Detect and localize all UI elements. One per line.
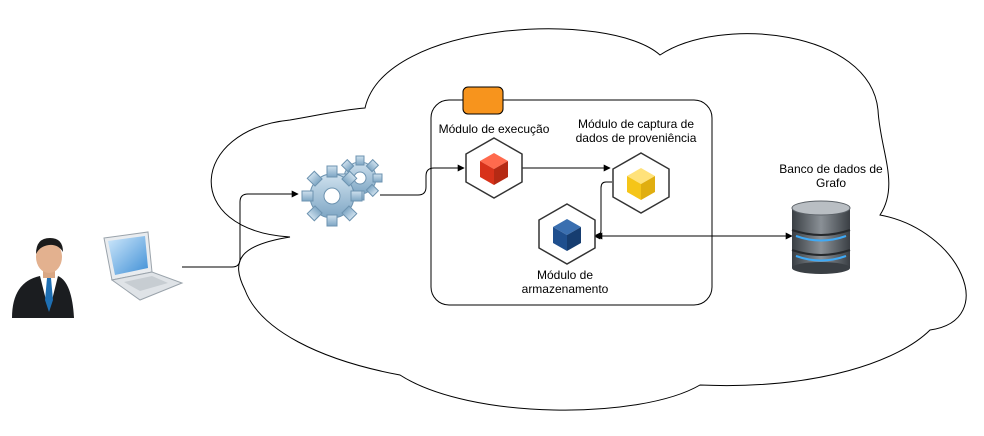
storage-module-label: Módulo de armazenamento [505, 268, 625, 296]
connectors [182, 164, 793, 268]
orange-tab-icon [462, 86, 504, 115]
database-icon [791, 200, 851, 274]
provenance-module-label-line-2: dados de proveniência [575, 131, 697, 145]
execution-module-label-text: Módulo de execução [438, 122, 550, 136]
graph-database-label: Banco de dados de Grafo [765, 162, 897, 190]
execution-module-label: Módulo de execução [425, 122, 563, 136]
storage-module-label-line-2: armazenamento [521, 282, 609, 296]
graph-database-label-line-1: Banco de dados de [779, 162, 883, 176]
storage-module-label-line-1: Módulo de [536, 268, 594, 282]
businessman-icon [12, 238, 74, 318]
yellow-cube-icon [612, 152, 670, 214]
laptop-icon [103, 231, 184, 301]
blue-cube-icon [538, 203, 596, 265]
gears-icon [301, 155, 383, 227]
red-cube-icon [465, 137, 523, 199]
graph-database-label-line-2: Grafo [815, 176, 846, 190]
provenance-module-label-line-1: Módulo de captura de [577, 117, 695, 131]
provenance-module-label: Módulo de captura de dados de proveniênc… [566, 117, 706, 145]
laptop-to-engine-connector [182, 190, 299, 268]
engine-to-execution-connector [380, 164, 465, 196]
